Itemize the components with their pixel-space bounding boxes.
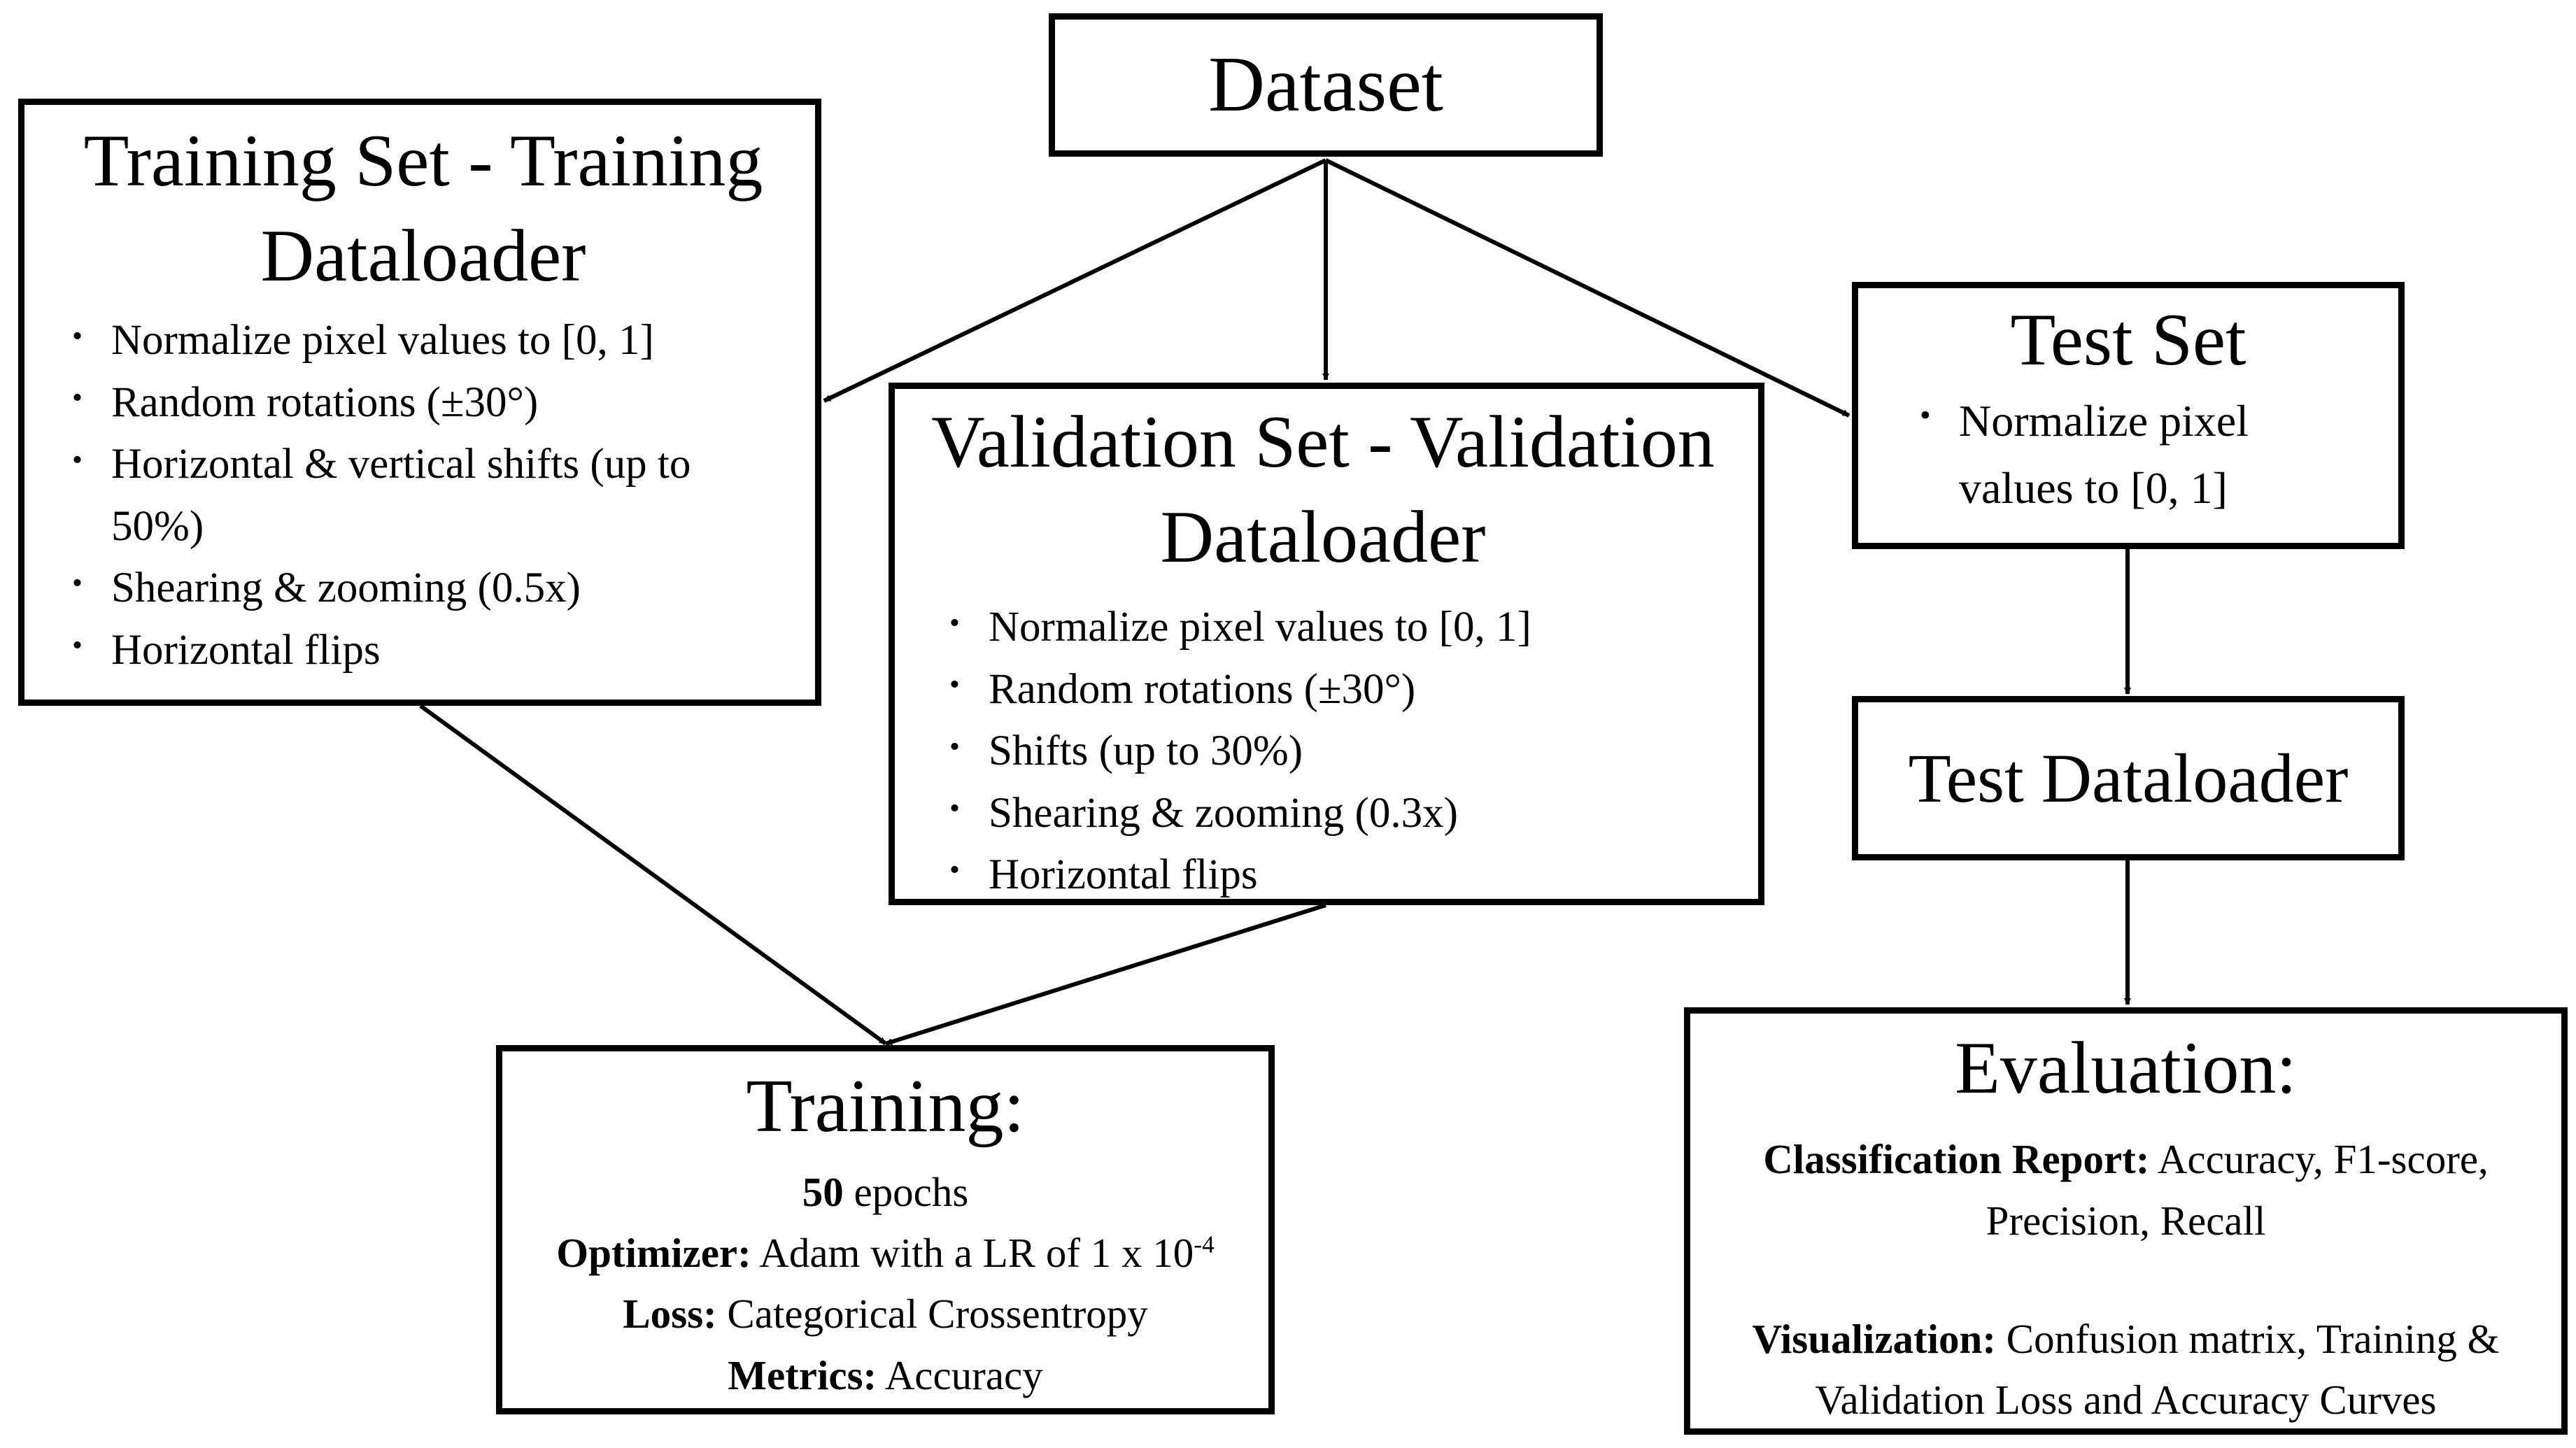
loss-label: Loss:: [623, 1291, 717, 1337]
report-value: Accuracy, F1-score, Precision, Recall: [1986, 1136, 2489, 1244]
test-set-box: Test Set Normalize pixel values to [0, 1…: [1852, 282, 2405, 549]
visualization-value: Confusion matrix, Training & Validation …: [1815, 1315, 2500, 1424]
visualization-label: Visualization:: [1752, 1315, 1997, 1362]
list-item: Shearing & zooming (0.5x): [66, 558, 780, 619]
dataset-box: Dataset: [1049, 13, 1603, 157]
test-set-list: Normalize pixel values to [0, 1]: [1914, 388, 2356, 522]
evaluation-box: Evaluation: Classification Report: Accur…: [1684, 1007, 2568, 1435]
test-set-title: Test Set: [2010, 299, 2246, 381]
training-epochs: 50 epochs: [502, 1162, 1268, 1223]
list-item: Normalize pixel values to [0, 1]: [1914, 388, 2356, 522]
list-item: Shifts (up to 30%): [944, 721, 1730, 782]
evaluation-title: Evaluation:: [1955, 1027, 2297, 1109]
optimizer-exponent: -4: [1194, 1230, 1215, 1258]
training-loss: Loss: Categorical Crossentropy: [502, 1284, 1268, 1344]
arrow-dataset-to-test-set: [1324, 158, 1850, 418]
validation-set-list: Normalize pixel values to [0, 1] Random …: [944, 597, 1730, 906]
training-title: Training:: [746, 1065, 1025, 1148]
validation-set-title: Validation Set - Validation Dataloader: [931, 401, 1715, 578]
training-set-title: Training Set - Training Dataloader: [83, 120, 763, 297]
optimizer-value: Adam with a LR of 1 x 10: [759, 1229, 1194, 1276]
list-item: Random rotations (±30°): [944, 659, 1730, 721]
test-dataloader-title: Test Dataloader: [1908, 739, 2349, 817]
list-item: Normalize pixel values to [0, 1]: [944, 597, 1730, 658]
training-optimizer: Optimizer: Adam with a LR of 1 x 10-4: [502, 1223, 1268, 1284]
arrow-validation-set-to-training: [885, 903, 1326, 1046]
list-item: Normalize pixel values to [0, 1]: [66, 310, 780, 371]
training-set-box: Training Set - Training Dataloader Norma…: [18, 99, 821, 706]
metrics-value: Accuracy: [884, 1351, 1043, 1398]
list-item: Horizontal & vertical shifts (up to 50%): [66, 434, 780, 558]
list-item: Horizontal flips: [66, 620, 780, 681]
loss-value: Categorical Crossentropy: [727, 1291, 1148, 1337]
arrow-training-set-to-training: [419, 704, 887, 1046]
evaluation-report: Classification Report: Accuracy, F1-scor…: [1711, 1129, 2540, 1251]
training-set-list: Normalize pixel values to [0, 1] Random …: [66, 310, 780, 681]
optimizer-label: Optimizer:: [556, 1229, 751, 1276]
epochs-label: epochs: [854, 1168, 969, 1215]
arrow-dataset-to-training-set: [823, 158, 1327, 403]
training-box: Training: 50 epochs Optimizer: Adam with…: [496, 1045, 1275, 1414]
list-item: Horizontal flips: [944, 844, 1730, 906]
validation-set-box: Validation Set - Validation Dataloader N…: [889, 383, 1764, 905]
test-dataloader-box: Test Dataloader: [1852, 696, 2405, 860]
report-label: Classification Report:: [1763, 1136, 2150, 1183]
epochs-value: 50: [802, 1168, 844, 1215]
list-item: Shearing & zooming (0.3x): [944, 783, 1730, 844]
training-metrics: Metrics: Accuracy: [502, 1345, 1268, 1406]
dataset-title: Dataset: [1208, 41, 1443, 128]
list-item: Random rotations (±30°): [66, 372, 780, 434]
evaluation-visualization: Visualization: Confusion matrix, Trainin…: [1711, 1309, 2540, 1431]
metrics-label: Metrics:: [728, 1351, 877, 1398]
